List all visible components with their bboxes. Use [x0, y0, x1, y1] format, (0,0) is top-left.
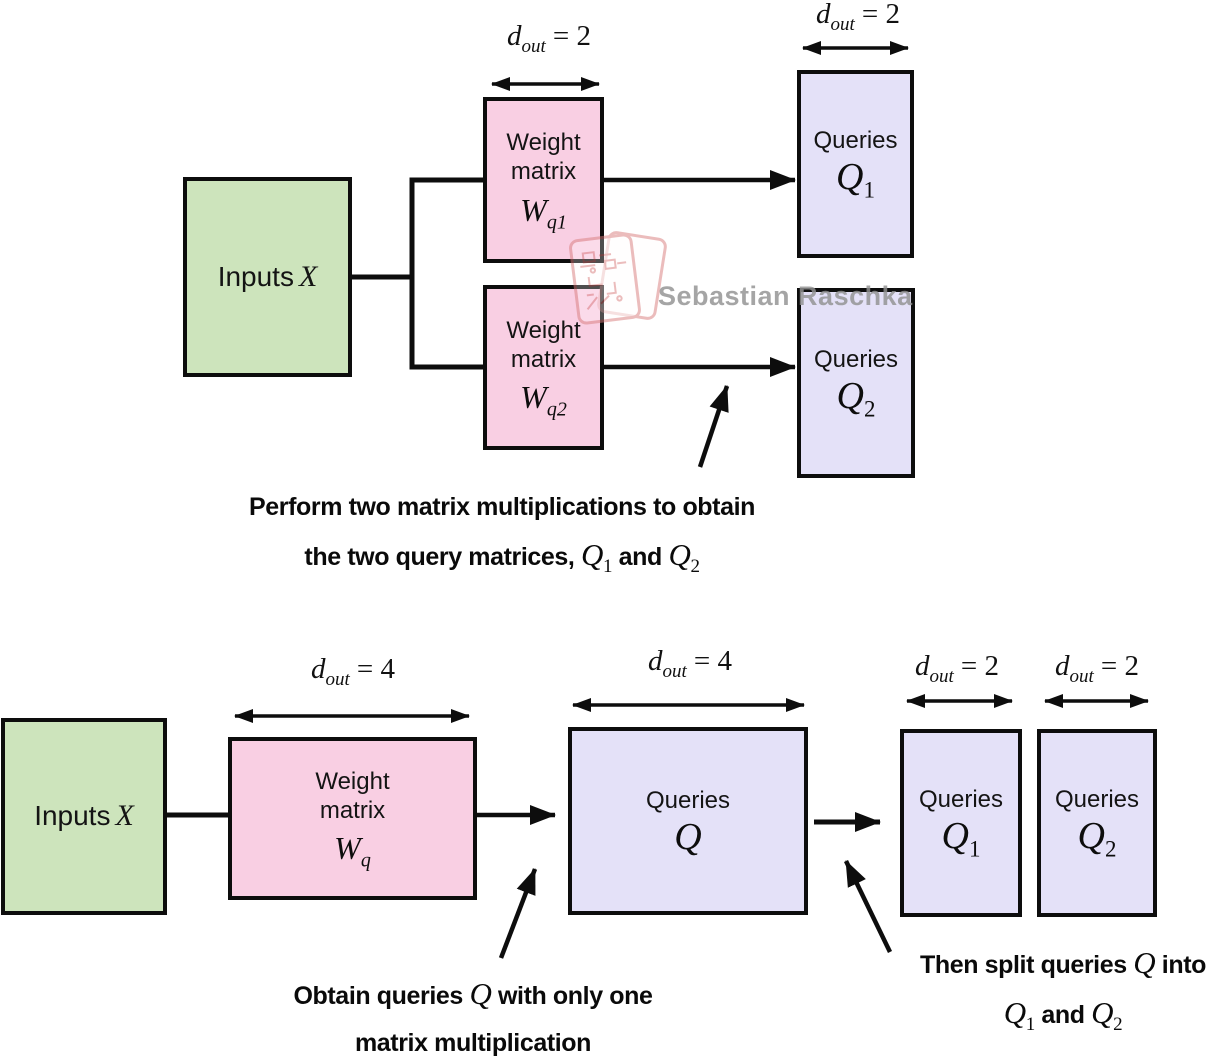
q2-symbol-bottom: Q2 — [1077, 815, 1117, 862]
wq-label-line1: Weight — [315, 767, 390, 795]
queries-q-box: Queries Q — [568, 727, 808, 915]
q1-symbol-bottom: Q1 — [941, 815, 981, 862]
caption-pointer-arrow-top — [697, 385, 730, 468]
dim-label-q1-top: dout= 2 — [816, 0, 900, 35]
wq-label-line2: matrix — [319, 796, 386, 824]
q1-label: Queries — [813, 127, 898, 155]
q1-label-bottom: Queries — [918, 786, 1004, 814]
weight-matrix-wq2-box: Weight matrix Wq2 — [483, 285, 604, 450]
q-label: Queries — [645, 786, 731, 814]
branch-connector-top — [349, 177, 486, 370]
caption-obtain-line1: Obtain queries Q with only one — [293, 976, 653, 1011]
raschka-logo — [567, 229, 674, 327]
caption-pointer-arrow-split — [843, 860, 893, 953]
logo-card-front-icon — [567, 232, 643, 326]
dim-label-q-bottom: dout= 4 — [648, 645, 732, 682]
q2-label-bottom: Queries — [1054, 786, 1140, 814]
queries-q2-box-bottom: Queries Q2 — [1037, 729, 1157, 917]
q2-label: Queries — [813, 346, 899, 374]
caption-top-line2: the two query matrices, Q1 and Q2 — [304, 537, 700, 578]
caption-split-line2: Q1 and Q2 — [1003, 995, 1123, 1036]
wq-symbol: Wq — [334, 830, 371, 872]
caption-obtain-line2: matrix multiplication — [354, 1029, 592, 1057]
wq2-label-line1: Weight — [506, 316, 581, 344]
queries-q2-box-top: Queries Q2 — [797, 288, 915, 478]
wq2-label-line2: matrix — [510, 345, 577, 373]
q-symbol: Q — [674, 816, 702, 859]
caption-split-line1: Then split queries Q into — [919, 945, 1207, 980]
logo-circuit-pattern-icon — [580, 251, 627, 310]
dim-label-wq1: dout= 2 — [507, 20, 591, 57]
weight-matrix-wq-box: Weight matrix Wq — [228, 737, 477, 900]
caption-split: Then split queries Q into Q1 and Q2 — [920, 939, 1206, 1048]
dim-label-q2-bottom: dout= 2 — [1055, 650, 1139, 687]
caption-top-line1: Perform two matrix multiplications to ob… — [248, 493, 756, 521]
weight-matrix-wq1-box: Weight matrix Wq1 — [483, 97, 604, 263]
caption-pointer-arrow-obtain — [498, 868, 538, 959]
watermark-text: Sebastian Raschka — [658, 281, 913, 311]
caption-top: Perform two matrix multiplications to ob… — [249, 484, 755, 590]
wq2-symbol: Wq2 — [520, 379, 567, 421]
queries-q1-box-bottom: Queries Q1 — [900, 729, 1022, 917]
dim-label-q1-bottom: dout= 2 — [915, 650, 999, 687]
wq1-label-line2: matrix — [510, 158, 577, 186]
queries-q1-box-top: Queries Q1 — [797, 70, 914, 258]
wq1-label-line1: Weight — [506, 129, 581, 157]
q2-symbol: Q2 — [836, 375, 876, 422]
caption-obtain: Obtain queries Q with only one matrix mu… — [293, 970, 652, 1060]
q1-symbol: Q1 — [836, 156, 875, 203]
dim-label-wq-bottom: dout= 4 — [311, 653, 395, 690]
wq1-symbol: Wq1 — [520, 191, 567, 233]
